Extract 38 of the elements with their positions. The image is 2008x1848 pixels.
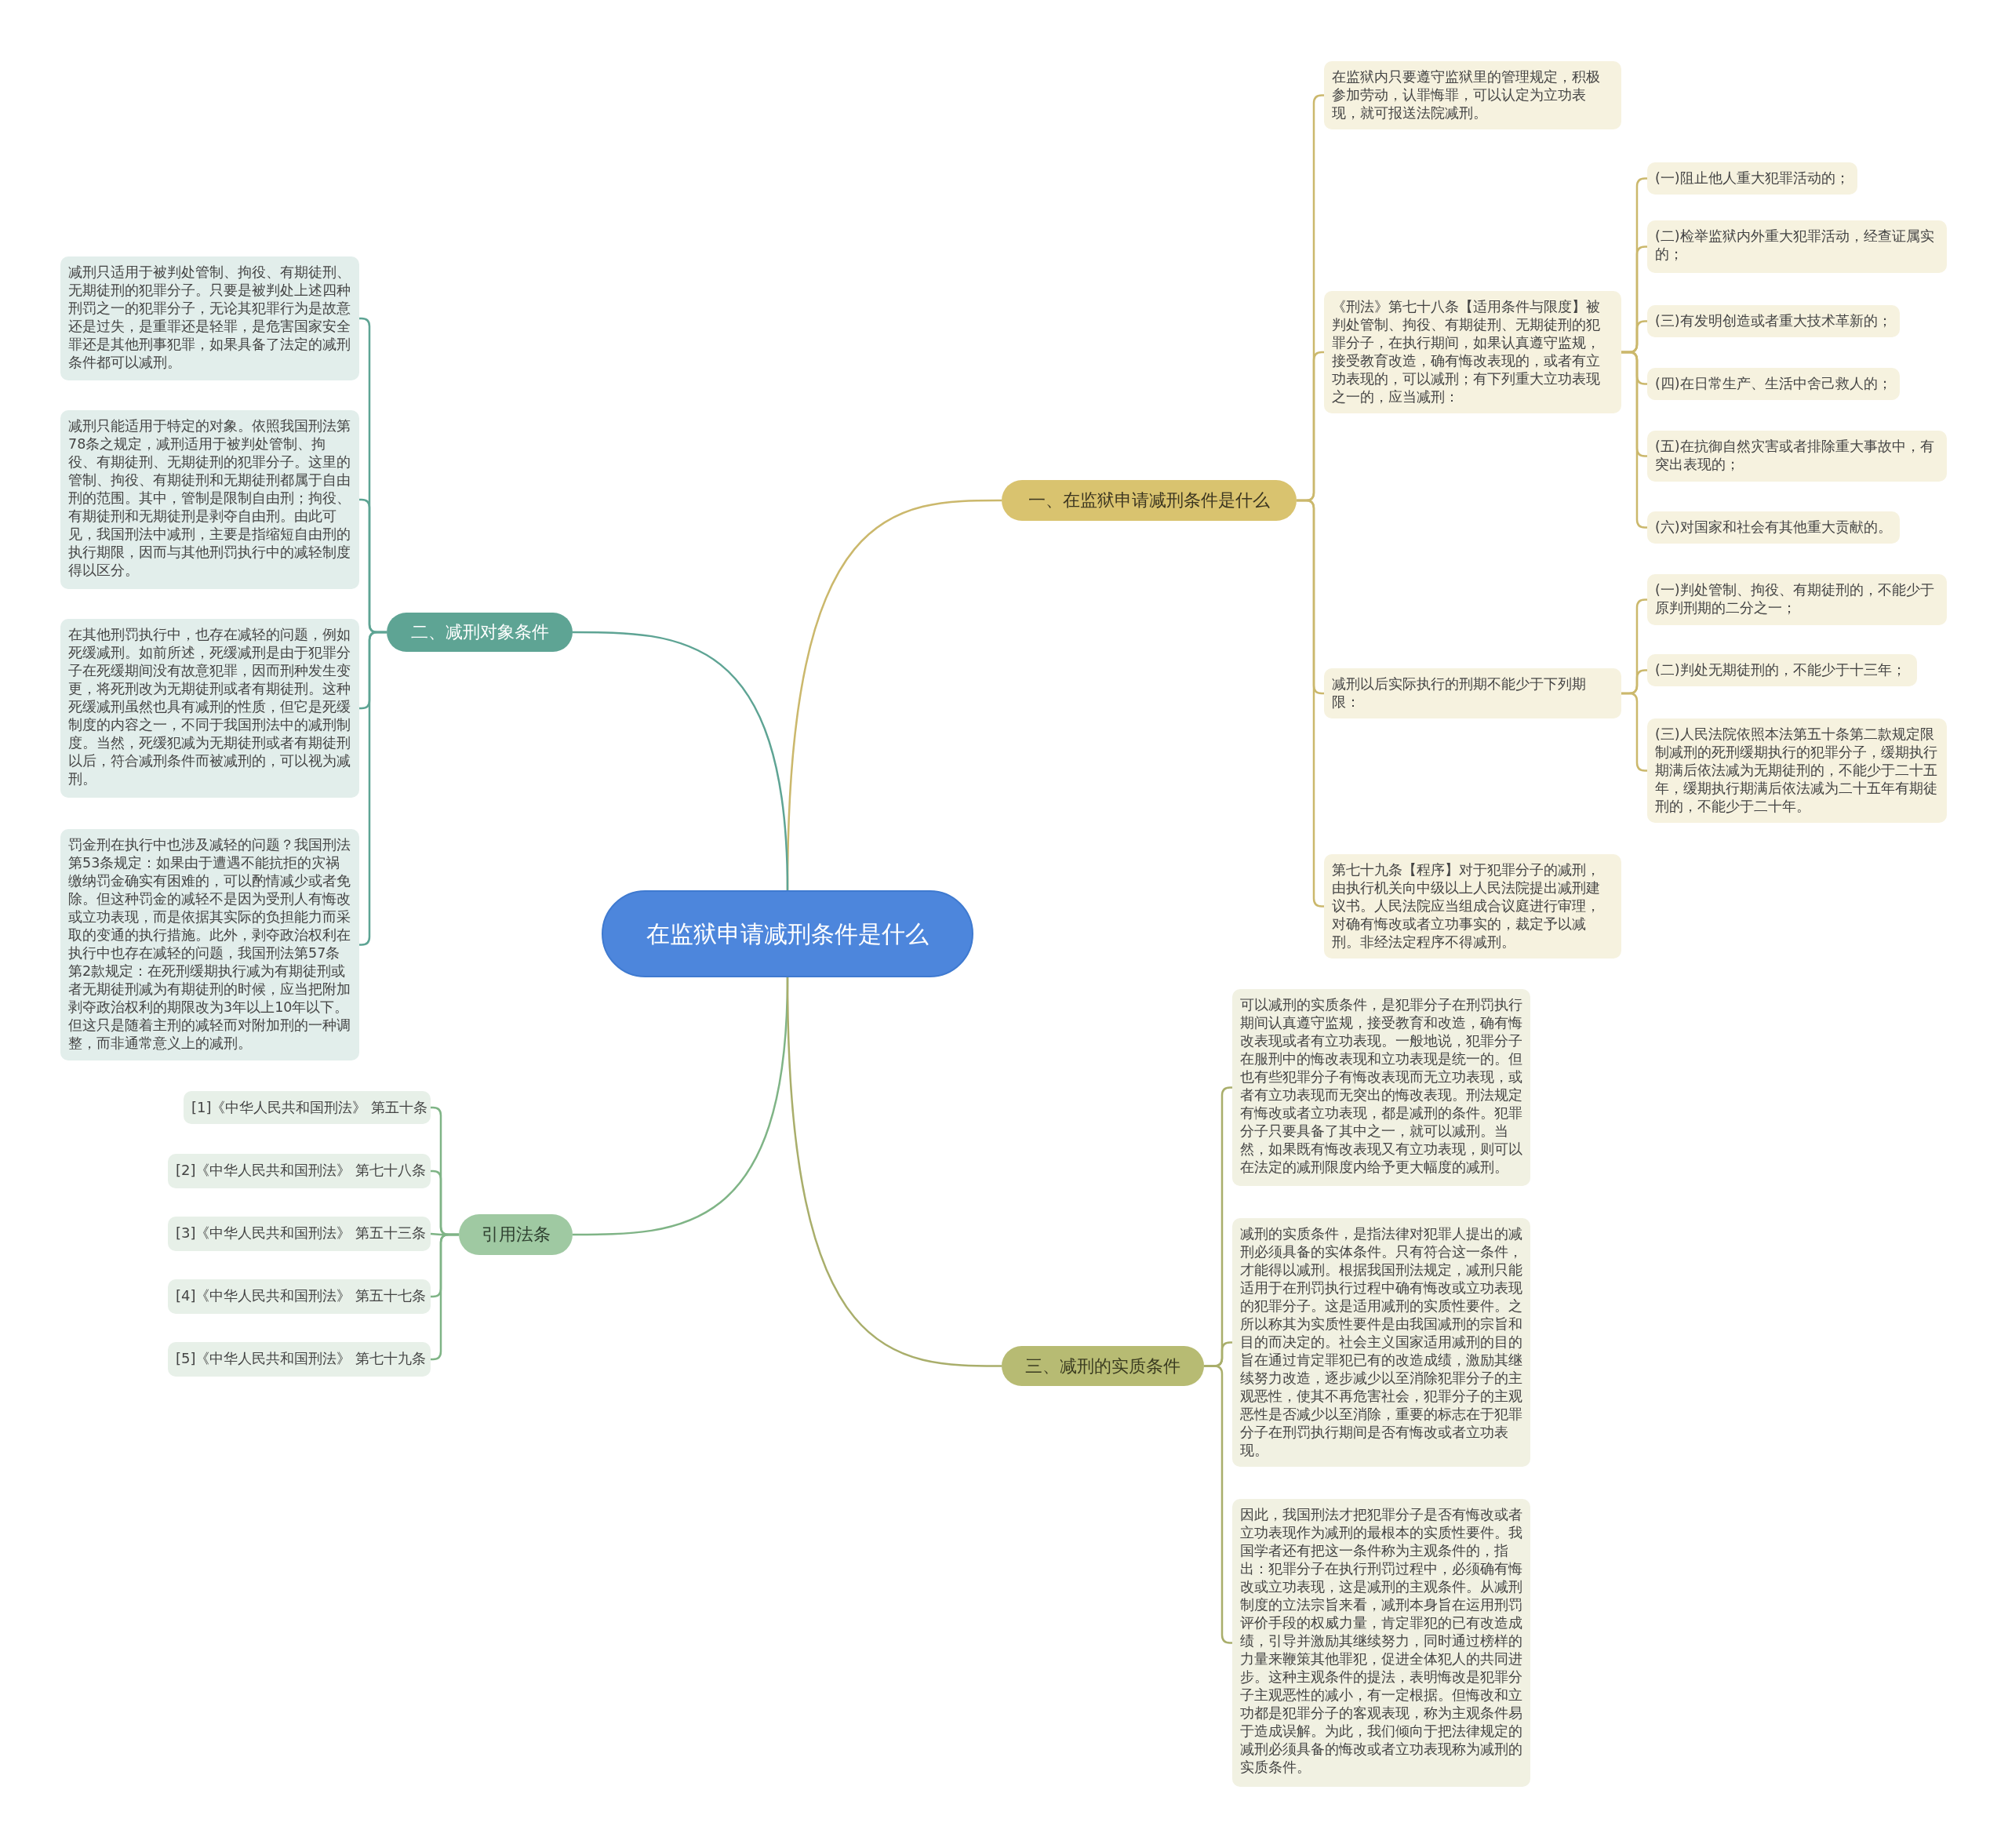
text-card: 可以减刑的实质条件，是犯罪分子在刑罚执行期间认真遵守监规，接受教育和改造，确有悔改表现或者有立功表现。一般地说，犯罪分子在服刑中的悔改表现和立功表现是统一的。但也有些犯罪分子有悔改表现而无立功表现，或者有立功表现而无突出的悔改表现。刑法规定有悔改或者立功表现，都是减刑的条件。犯罪分子只要具备了其中之一，就可以减刑。当然，如果既有悔改表现又有立功表现，则可以在法定的减刑限度内给予更大幅度的减刑。 (1232, 989, 1530, 1186)
reference-card: [2]《中华人民共和国刑法》 第七十八条 (168, 1154, 431, 1188)
connector-line (786, 977, 1002, 1367)
connector-line (1621, 351, 1647, 529)
text-card: 第七十九条【程序】对于犯罪分子的减刑，由执行机关向中级以上人民法院提出减刑建议书。人民法院应当组成合议庭进行审理，对确有悔改或者立功事实的，裁定予以减刑。非经法定程序不得减刑。 (1324, 854, 1621, 959)
connector-line (431, 1233, 459, 1361)
text-card: (一)判处管制、拘役、有期徒刑的，不能少于原判刑期的二分之一； (1647, 574, 1947, 625)
text-card: (四)在日常生产、生活中舍己救人的； (1647, 368, 1900, 400)
text-card: 减刑的实质条件，是指法律对犯罪人提出的减刑必须具备的实体条件。只有符合这一条件，才能得以减刑。根据我国刑法规定，减刑只能适用于在刑罚执行过程中确有悔改或立功表现的犯罪分子。这是适用减刑的实质性要件。之所以称其为实质性要件是由我国减刑的宗旨和目的而决定的。社会主义国家适用减刑的目的旨在通过肯定罪犯已有的改造成绩，激励其继续努力改造，逐步减少以至消除犯罪分子的主观恶性，使其不再危害社会，犯罪分子的主观恶性是否减少以至消除，重要的标志在于犯罪分子在刑罚执行期间是否有悔改或者立功表现。 (1232, 1218, 1530, 1467)
branch-topic: 三、减刑的实质条件 (1002, 1346, 1204, 1386)
text-card: 在监狱内只要遵守监狱里的管理规定，积极参加劳动，认罪悔罪，可以认定为立功表现，就可报送法院减刑。 (1324, 61, 1621, 129)
text-card: 减刑只适用于被判处管制、拘役、有期徒刑、无期徒刑的犯罪分子。只要是被判处上述四种刑罚之一的犯罪分子，无论其犯罪行为是故意还是过失，是重罪还是轻罪，是危害国家安全罪还是其他刑事犯罪，如果具备了法定的减刑条件都可以减刑。 (60, 256, 359, 380)
reference-card: [5]《中华人民共和国刑法》 第七十九条 (168, 1342, 431, 1377)
text-card: (三)有发明创造或者重大技术革新的； (1647, 305, 1900, 337)
text-card: (二)检举监狱内外重大犯罪活动，经查证属实的； (1647, 220, 1947, 273)
reference-card: [1]《中华人民共和国刑法》 第五十条 (184, 1091, 431, 1124)
text-card: (二)判处无期徒刑的，不能少于十三年； (1647, 654, 1917, 686)
text-card: (一)阻止他人重大犯罪活动的； (1647, 162, 1857, 195)
branch-topic: 一、在监狱申请减刑条件是什么 (1002, 480, 1297, 521)
branch-topic: 引用法条 (459, 1214, 573, 1255)
text-card: 罚金刑在执行中也涉及减轻的问题？我国刑法第53条规定：如果由于遭遇不能抗拒的灾祸缴纳罚金确实有困难的，可以酌情减少或者免除。但这种罚金的减轻不是因为受刑人有悔改或立功表现，而是依据其实际的负担能力而采取的变通的执行措施。此外，剥夺政治权利在执行中也存在减轻的问题，我国刑法第57条第2款规定：在死刑缓期执行减为有期徒刑或者无期徒刑减为有期徒刑的时候，应当把附加剥夺政治权利的期限改为3年以上10年以下。但这只是随着主刑的减轻而对附加刑的一种调整，而非通常意义上的减刑。 (60, 829, 359, 1060)
reference-card: [4]《中华人民共和国刑法》 第五十七条 (168, 1279, 431, 1314)
text-card: 因此，我国刑法才把犯罪分子是否有悔改或者立功表现作为减刑的最根本的实质性要件。我国学者还有把这一条件称为主观条件的，指出：犯罪分子在执行刑罚过程中，必须确有悔改或立功表现，这是减刑的主观条件。从减刑制度的立法宗旨来看，减刑本身旨在运用刑罚评价手段的权威力量，肯定罪犯的已有改造成绩，引导并激励其继续努力，同时通过榜样的力量来鞭策其他罪犯，促进全体犯人的共同进步。这种主观条件的提法，表明悔改是犯罪分子主观恶性的减小，有一定根据。但悔改和立功都是犯罪分子的客观表现，称为主观条件易于造成误解。为此，我们倾向于把法律规定的减刑必须具备的悔改或者立功表现称为减刑的实质条件。 (1232, 1499, 1530, 1787)
text-card: 减刑以后实际执行的刑期不能少于下列期限： (1324, 668, 1621, 718)
text-card: 在其他刑罚执行中，也存在减轻的问题，例如死缓减刑。如前所述，死缓减刑是由于犯罪分子在死缓期间没有故意犯罪，因而刑种发生变更，将死刑改为无期徒刑或者有期徒刑。这种死缓减刑虽然也具有减刑的性质，但它是死缓制度的内容之一，不同于我国刑法中的减刑制度。当然，死缓犯减为无期徒刑或者有期徒刑以后，符合减刑条件而被减刑的，可以视为减刑。 (60, 619, 359, 798)
connector-line (1621, 692, 1647, 772)
text-card: (六)对国家和社会有其他重大贡献的。 (1647, 511, 1900, 544)
central-topic: 在监狱申请减刑条件是什么 (602, 890, 973, 977)
connector-line (1204, 1365, 1232, 1644)
connector-line (573, 631, 789, 891)
reference-card: [3]《中华人民共和国刑法》 第五十三条 (168, 1217, 431, 1251)
text-card: (三)人民法院依照本法第五十条第二款规定限制减刑的死刑缓期执行的犯罪分子，缓期执行期满后依法减为无期徒刑的，不能少于二十五年，缓期执行期满后依法减为二十五年有期徒刑的，不能少于二十年。 (1647, 718, 1947, 823)
branch-topic: 二、减刑对象条件 (387, 613, 573, 652)
connector-line (359, 631, 387, 946)
text-card: (五)在抗御自然灾害或者排除重大事故中，有突出表现的； (1647, 431, 1947, 482)
connector-line (1297, 499, 1325, 908)
text-card: 《刑法》第七十八条【适用条件与限度】被判处管制、拘役、有期徒刑、无期徒刑的犯罪分子，在执行期间，如果认真遵守监规，接受教育改造，确有悔改表现的，或者有立功表现的，可以减刑；有下列重大立功表现之一的，应当减刑： (1324, 291, 1621, 413)
text-card: 减刑只能适用于特定的对象。依照我国刑法第78条之规定，减刑适用于被判处管制、拘役、有期徒刑、无期徒刑的犯罪分子。这里的管制、拘役、有期徒刑和无期徒刑都属于自由刑的范围。其中，管制是限制自由刑；拘役、有期徒刑和无期徒刑是剥夺自由刑。由此可见，我国刑法中减刑，主要是指缩短自由刑的执行期限，因而与其他刑罚执行中的减轻制度得以区分。 (60, 410, 359, 589)
